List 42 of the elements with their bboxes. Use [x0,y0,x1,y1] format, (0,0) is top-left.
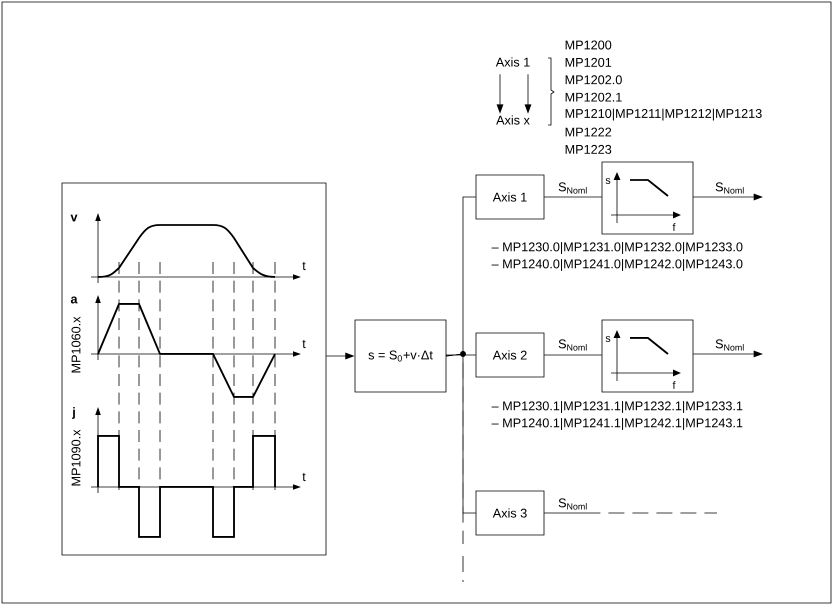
parameter-label: MP1210|MP1211|MP1212|MP1213 [566,108,762,121]
axis-label: t [302,472,306,482]
edge-label: S$_{Noml}$ [558,182,587,194]
axis-label: t [302,340,306,348]
axis-label: MP1060.x [72,316,80,372]
edge-label: S$_{Noml}$ [558,498,587,510]
connector-line [544,196,602,198]
connector-line [446,354,476,514]
process-box: Axis 1 [476,174,544,220]
axis-label: s [606,336,610,342]
parameter-label: MP1222 [566,128,612,136]
connector-line [544,512,718,514]
process-box: s = S$_{0}$+v·Δt [354,320,446,392]
axis-label: j [72,407,75,419]
axis-label: f [672,381,676,389]
parameter-label: – MP1230.0|MP1231.0|MP1232.0|MP1233.0 [492,242,742,254]
edge-label: S$_{Noml}$ [716,182,744,194]
axis-label: MP1090.x [72,430,80,486]
parameter-label: MP1200 [566,40,612,50]
filter-box [602,320,694,392]
connector-line [544,354,602,356]
parameter-label: MP1202.1 [566,92,622,102]
parameter-label: MP1201 [566,58,612,67]
parameter-label: – MP1240.0|MP1241.0|MP1242.0|MP1243.0 [492,259,742,271]
motion-profile-panel [62,182,326,556]
axis-label: Axis 1 [496,57,530,67]
parameter-label: – MP1240.1|MP1241.1|MP1242.1|MP1243.1 [492,418,742,430]
axis-label: t [302,262,306,270]
process-box: Axis 3 [476,490,544,536]
edge-label: S$_{Noml}$ [716,339,744,351]
process-box: Axis 2 [476,332,544,378]
parameter-label: – MP1230.1|MP1231.1|MP1232.1|MP1233.1 [492,401,742,413]
axis-label: f [672,223,676,231]
edge-label: S$_{Noml}$ [558,339,587,351]
connector-line [446,354,476,356]
axis-label: v [70,214,78,222]
parameter-label: MP1202.0 [566,75,622,84]
axis-label: Axis x [496,115,530,125]
filter-box [602,162,694,234]
parameter-label: MP1223 [566,144,612,154]
axis-label: s [606,178,610,184]
axis-label: a [70,296,78,304]
